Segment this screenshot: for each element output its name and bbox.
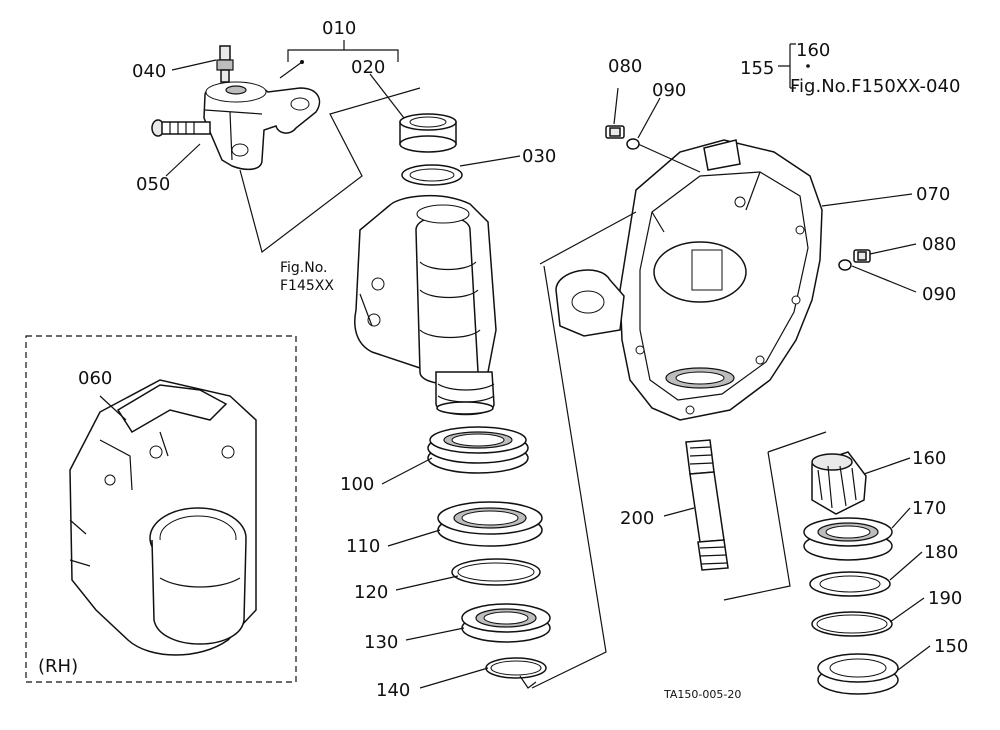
label-030: 030	[522, 146, 556, 167]
knuckle-housing	[354, 194, 497, 416]
label-170: 170	[912, 498, 946, 519]
label-100: 100	[340, 474, 374, 495]
kingpin-cap-assembly	[151, 40, 399, 171]
label-180: 180	[924, 542, 958, 563]
gear-guide-line	[723, 431, 827, 601]
rh-variant-box	[25, 335, 297, 683]
label-130: 130	[364, 632, 398, 653]
label-110: 110	[346, 536, 380, 557]
label-160: 160	[912, 448, 946, 469]
bearing-130	[461, 603, 551, 643]
ref-dot	[806, 64, 810, 68]
label-120: 120	[354, 582, 388, 603]
circlip-140	[485, 657, 547, 689]
label-090-right: 090	[922, 284, 956, 305]
bearing-110	[437, 501, 543, 547]
label-160-ref: 160	[796, 40, 830, 61]
drawing-id: TA150-005-20	[663, 688, 741, 701]
label-200: 200	[620, 508, 654, 529]
label-060: 060	[78, 368, 112, 389]
seal-030	[401, 164, 463, 186]
housing-guide-line	[539, 211, 637, 265]
assembly-guide-lines	[239, 87, 421, 254]
leader-lines	[99, 43, 931, 689]
housing-060	[69, 379, 257, 656]
washer-090-right	[838, 259, 852, 271]
housing-070	[555, 139, 823, 421]
label-040: 040	[132, 61, 166, 82]
shaft-200	[685, 439, 729, 571]
label-070: 070	[916, 184, 950, 205]
label-090-top: 090	[652, 80, 686, 101]
oil-seal-100	[427, 426, 529, 474]
figref-f145xx-line2: F145XX	[280, 278, 334, 294]
circlip-120	[451, 558, 541, 586]
label-190: 190	[928, 588, 962, 609]
figref-f150xx: Fig.No.F150XX-040	[790, 76, 960, 97]
label-010: 010	[322, 18, 356, 39]
label-080-top: 080	[608, 56, 642, 77]
bevel-gear-160	[811, 451, 867, 515]
washer-090-top	[626, 138, 640, 150]
grease-nipple-shape	[219, 45, 231, 61]
seal-150	[817, 653, 899, 695]
label-050: 050	[136, 174, 170, 195]
bolt-080-top	[605, 125, 625, 139]
bolt-080-right	[853, 249, 871, 263]
label-155: 155	[740, 58, 774, 79]
stack-guide-line	[531, 265, 607, 689]
figref-f145xx-line1: Fig.No.	[280, 260, 328, 276]
label-150: 150	[934, 636, 968, 657]
label-080-right: 080	[922, 234, 956, 255]
circlip-190	[811, 611, 893, 637]
bolt-guide-line	[637, 143, 701, 173]
rh-label: (RH)	[38, 656, 78, 677]
bushing-020	[399, 113, 457, 153]
label-140: 140	[376, 680, 410, 701]
shim-180	[809, 571, 891, 597]
label-020: 020	[351, 57, 385, 78]
bolt-050-shape	[151, 119, 211, 137]
bearing-170	[803, 517, 893, 561]
